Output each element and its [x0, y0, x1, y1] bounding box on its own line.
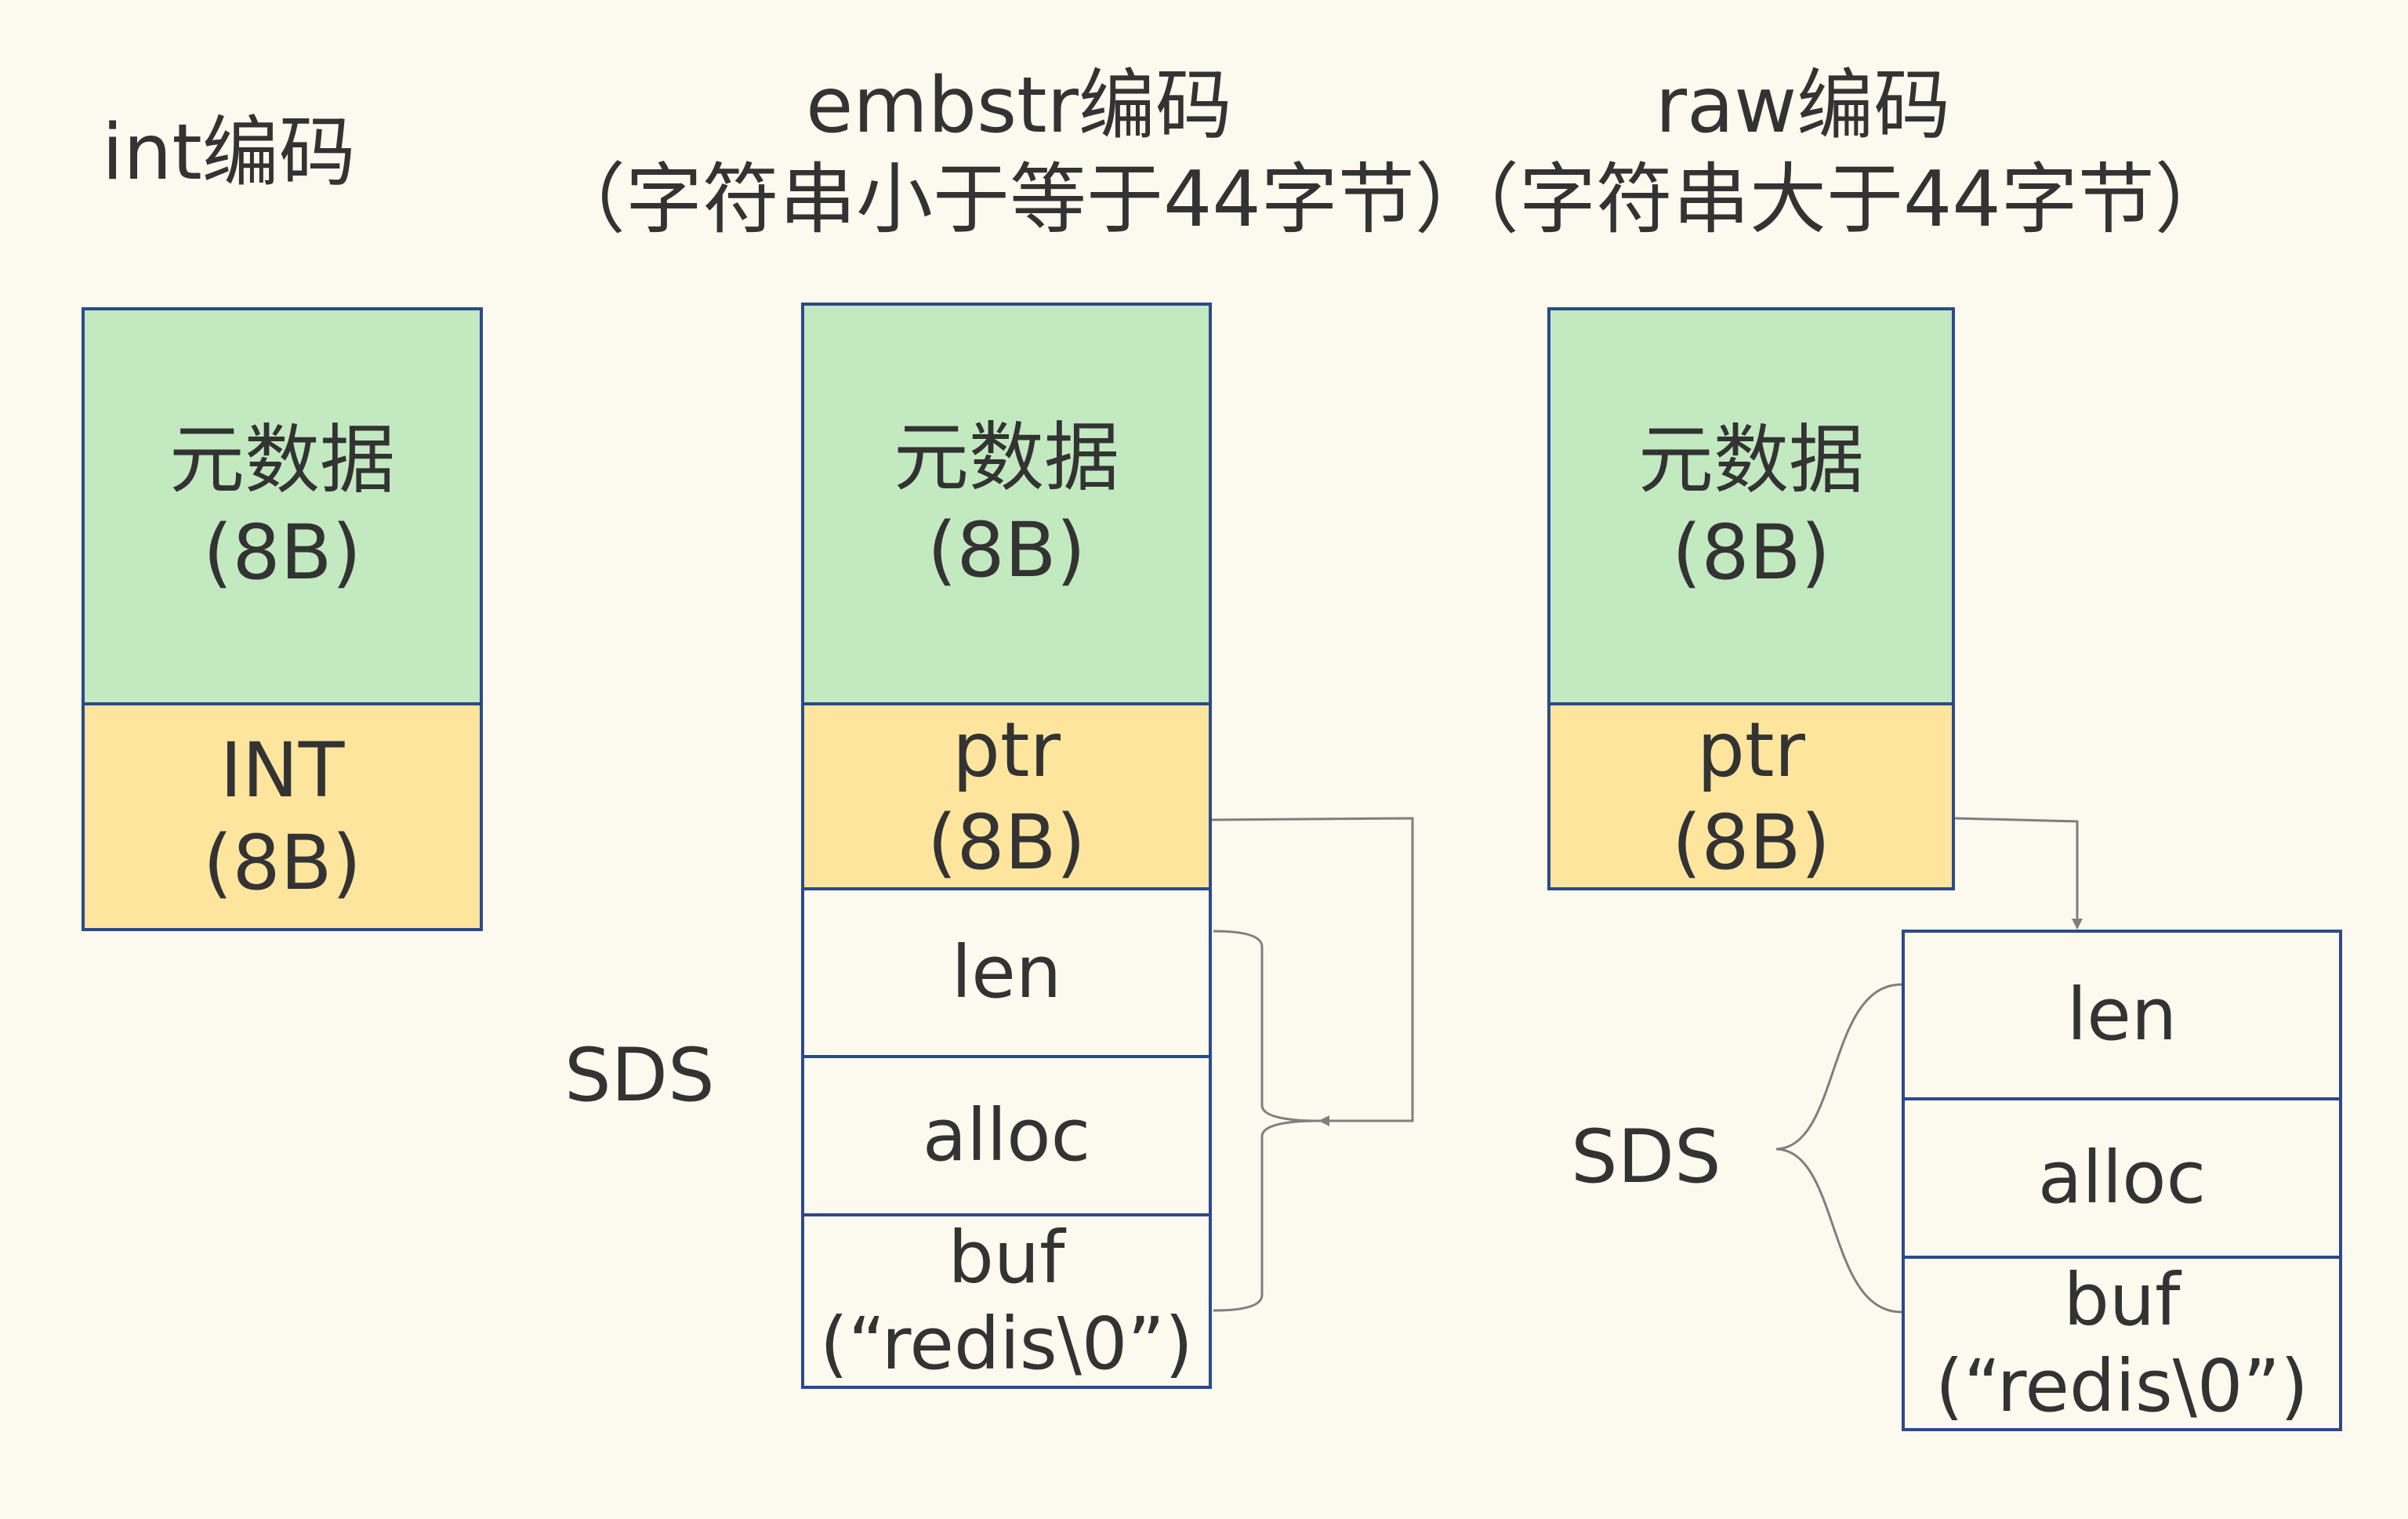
raw-sds-label: SDS: [1571, 1115, 1721, 1200]
embstr-ptr-block: ptr (8B): [801, 702, 1212, 890]
raw-encoding-heading: raw编码: [1655, 61, 1951, 150]
buf-label: buf: [2063, 1258, 2181, 1342]
buf-content: (“redis\0”): [1935, 1344, 2308, 1428]
metadata-label: 元数据: [169, 416, 395, 504]
embstr-encoding-heading: embstr编码: [806, 61, 1232, 150]
alloc-label: alloc: [922, 1093, 1091, 1177]
embstr-encoding-condition: （字符串小于等于44字节）: [549, 155, 1492, 245]
int-label: INT: [219, 727, 345, 814]
raw-metadata-block: 元数据 (8B): [1547, 307, 1955, 705]
raw-sds-brace: [1775, 983, 1902, 1314]
embstr-metadata-block: 元数据 (8B): [801, 303, 1212, 705]
metadata-size: (8B): [1672, 509, 1830, 596]
raw-ptr-block: ptr (8B): [1547, 702, 1955, 890]
raw-encoding-condition: （字符串大于44字节）: [1442, 155, 2232, 245]
embstr-sds-bracket: [1213, 930, 1321, 1312]
ptr-label: ptr: [1696, 706, 1806, 794]
int-encoding-heading: int编码: [102, 108, 356, 198]
buf-label: buf: [948, 1216, 1065, 1300]
ptr-size: (8B): [1672, 799, 1830, 886]
embstr-sds-buf-block: buf (“redis\0”): [801, 1213, 1212, 1389]
embstr-sds-alloc-block: alloc: [801, 1055, 1212, 1216]
int-metadata-block: 元数据 (8B): [82, 307, 483, 705]
metadata-size: (8B): [927, 506, 1086, 594]
embstr-ptr-arrow: [1211, 817, 1414, 1126]
ptr-size: (8B): [927, 799, 1086, 886]
len-label: len: [951, 930, 1062, 1014]
raw-sds-alloc-block: alloc: [1902, 1097, 2342, 1259]
raw-sds-buf-block: buf (“redis\0”): [1902, 1256, 2342, 1431]
metadata-label: 元数据: [894, 414, 1119, 502]
embstr-sds-label: SDS: [564, 1033, 715, 1118]
alloc-label: alloc: [2037, 1136, 2207, 1220]
ptr-label: ptr: [952, 706, 1061, 794]
len-label: len: [2066, 973, 2178, 1057]
raw-ptr-arrow: [1954, 817, 2083, 930]
buf-content: (“redis\0”): [820, 1302, 1193, 1386]
int-value-block: INT (8B): [82, 702, 483, 931]
int-size: (8B): [203, 819, 361, 907]
metadata-size: (8B): [203, 509, 361, 596]
metadata-label: 元数据: [1638, 416, 1864, 504]
